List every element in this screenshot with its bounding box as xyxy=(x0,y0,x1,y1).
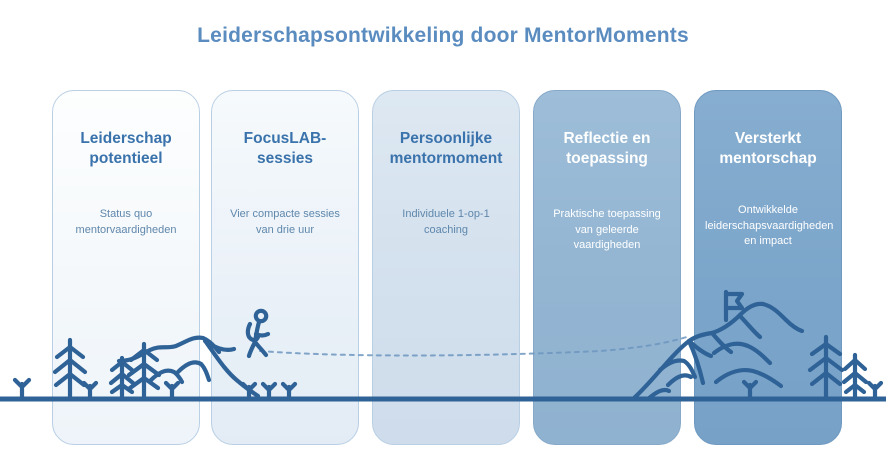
page-title: Leiderschapsontwikkeling door MentorMome… xyxy=(197,24,689,47)
card-subtitle: Individuele 1-op-1 coaching xyxy=(402,208,490,236)
stage-card-focuslab-sessies[interactable]: FocusLAB-sessies Vier compacte sessies v… xyxy=(211,90,359,445)
card-subtitle: Vier compacte sessies van drie uur xyxy=(230,208,340,236)
card-title: Persoonlijke mentormoment xyxy=(389,130,503,167)
card-title: Leiderschap potentieel xyxy=(80,130,172,167)
card-subtitle: Ontwikkelde leiderschapsvaardigheden en … xyxy=(705,204,834,248)
card-title: FocusLAB-sessies xyxy=(243,130,327,167)
card-title: Reflectie en toepassing xyxy=(563,130,651,167)
card-subtitle: Status quo mentorvaardigheden xyxy=(75,208,177,236)
stage-card-leiderschap-potentieel[interactable]: Leiderschap potentieel Status quo mentor… xyxy=(52,90,200,445)
card-title: Versterkt mentorschap xyxy=(719,130,817,167)
stage-card-versterkt-mentorschap[interactable]: Versterkt mentorschap Ontwikkelde leider… xyxy=(694,90,842,445)
card-subtitle: Praktische toepassing van geleerde vaard… xyxy=(553,208,661,252)
stage-card-persoonlijke-mentormoment[interactable]: Persoonlijke mentormoment Individuele 1-… xyxy=(372,90,520,445)
stage-card-reflectie-en-toepassing[interactable]: Reflectie en toepassing Praktische toepa… xyxy=(533,90,681,445)
